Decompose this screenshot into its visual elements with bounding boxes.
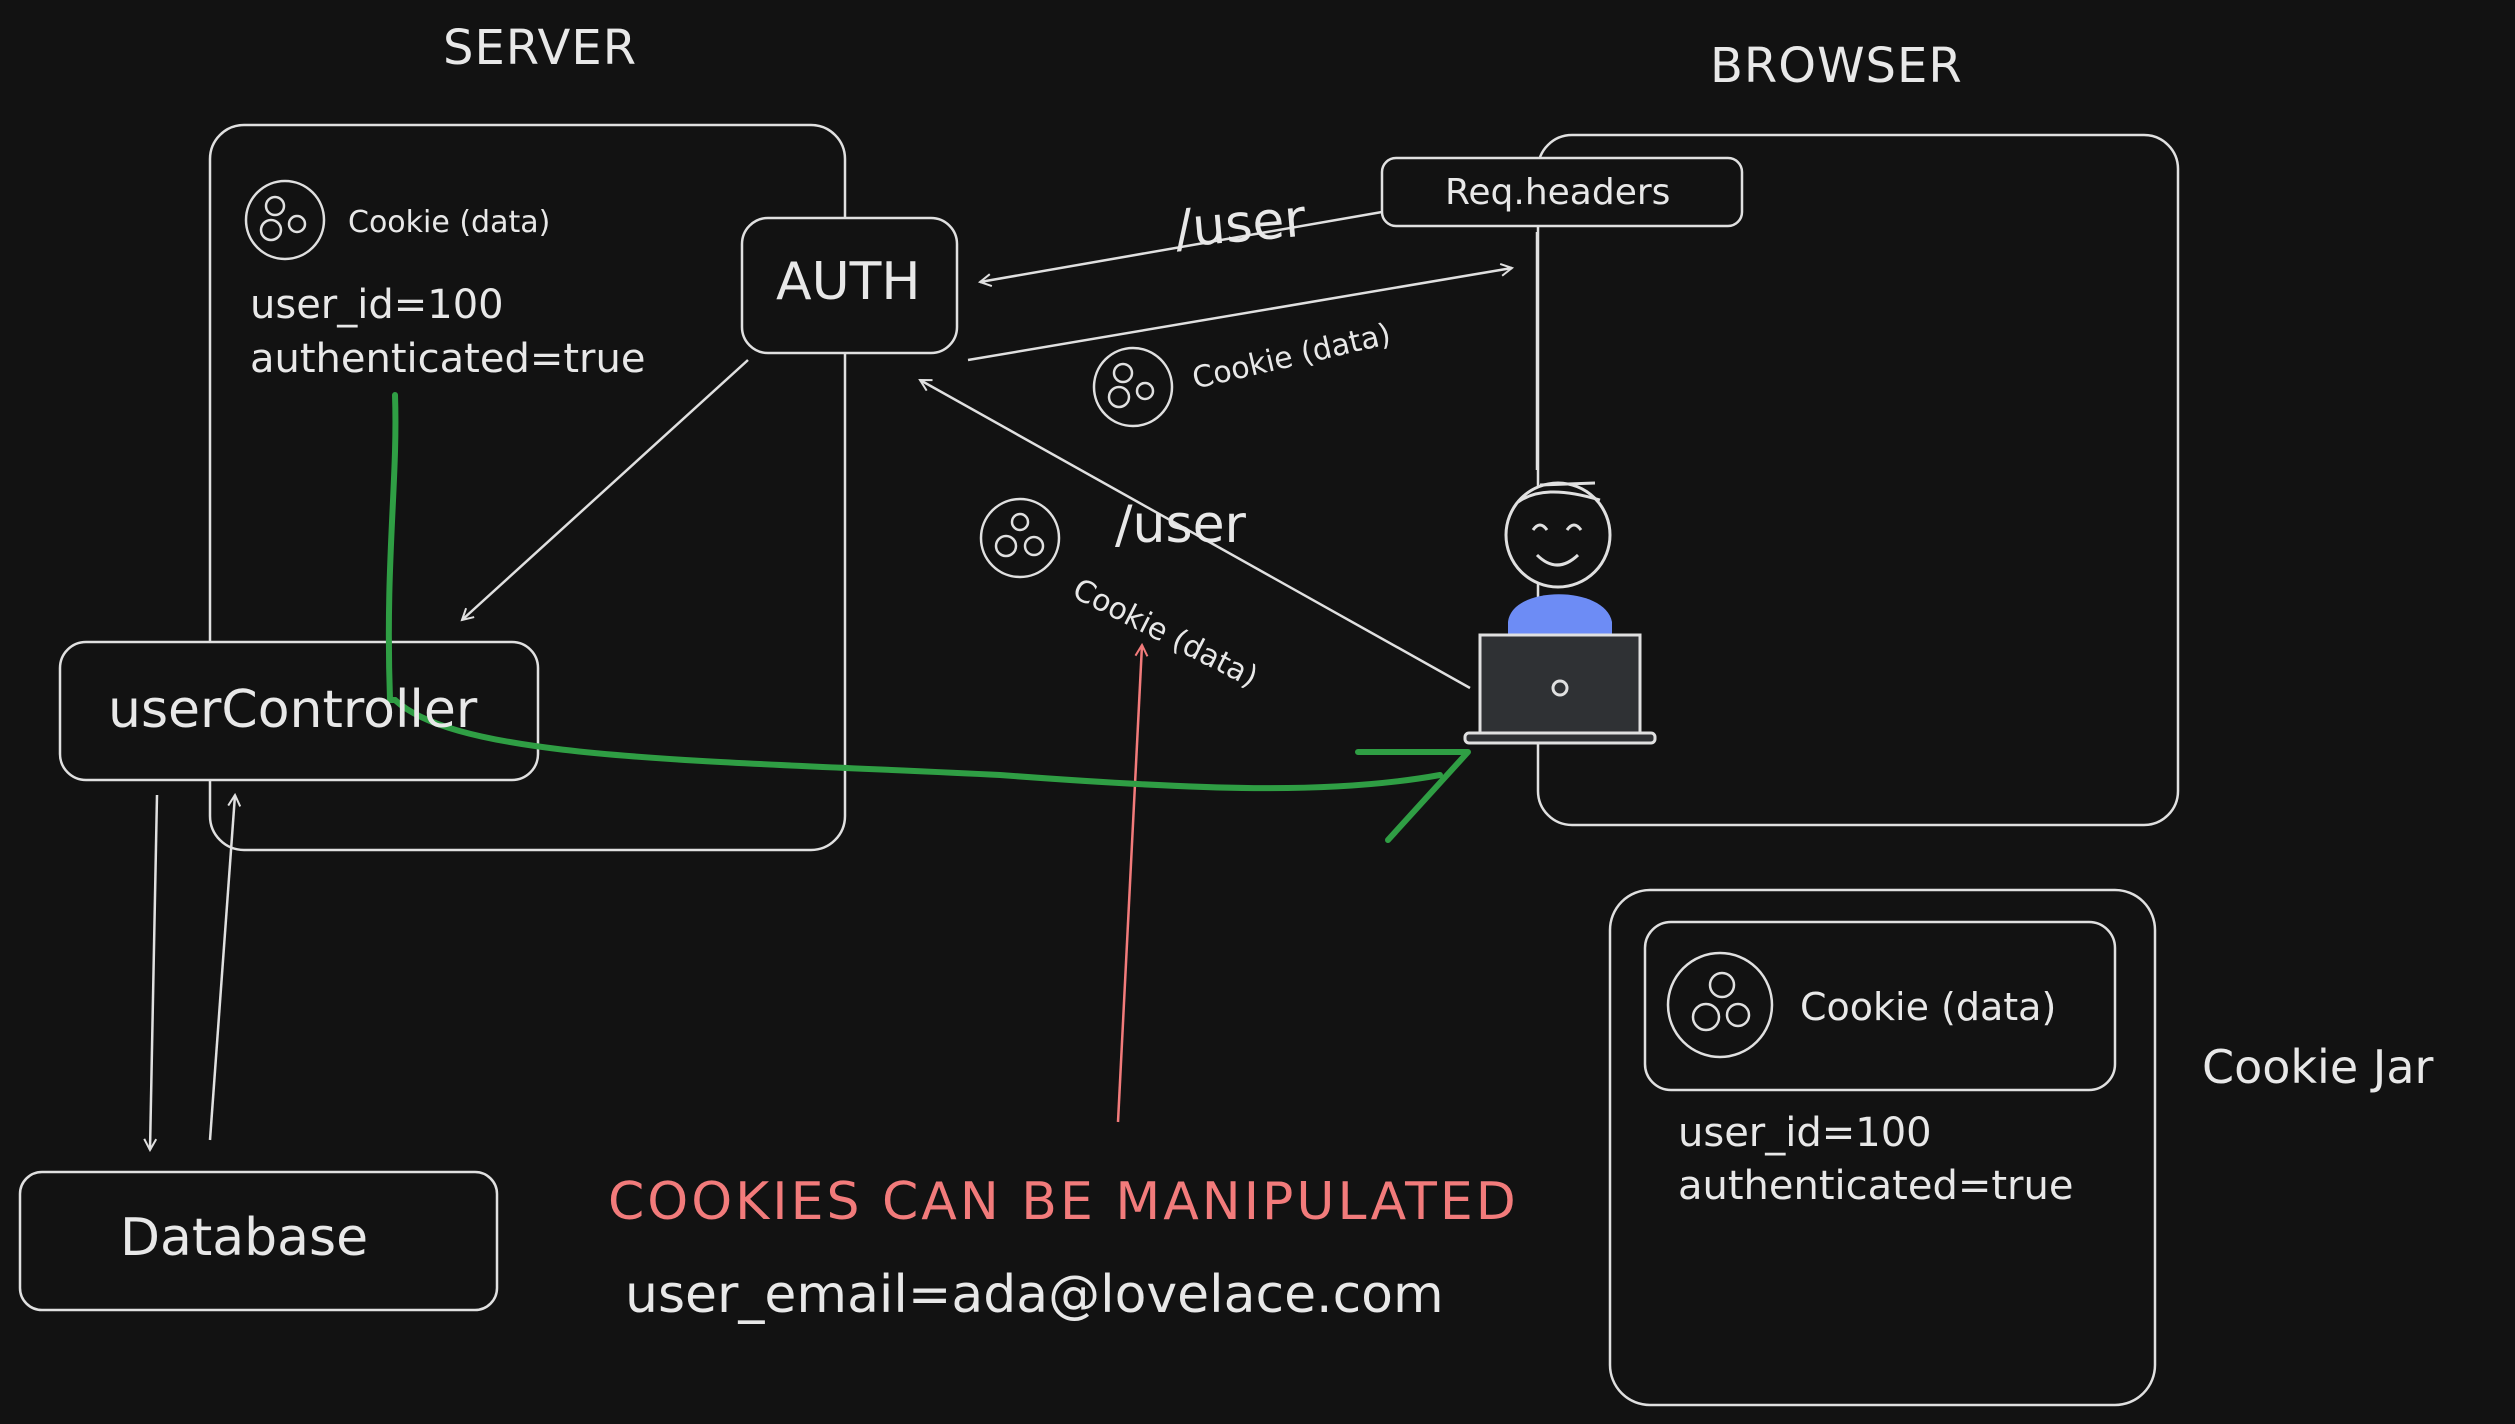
cookie-icon — [244, 179, 326, 261]
auth-label: AUTH — [776, 252, 921, 312]
arrow-controller-to-database — [150, 794, 159, 1150]
user-controller-label: userController — [108, 680, 478, 740]
warning-text: COOKIES CAN BE MANIPULATED — [608, 1172, 1519, 1232]
cookie-jar-box — [1608, 888, 2157, 1407]
server-title: SERVER — [443, 20, 638, 76]
database-box — [18, 1170, 499, 1312]
example-cookie-text: user_email=ada@lovelace.com — [625, 1265, 1444, 1325]
server-cookie-line1: user_id=100 — [250, 282, 504, 328]
user-route-bottom: /user — [1115, 495, 1246, 555]
arrow-auth-to-browser — [967, 268, 1512, 362]
server-box — [208, 123, 847, 852]
cookie-icon — [1092, 346, 1174, 428]
user-figure — [1463, 481, 1657, 745]
user-route-top: /user — [1172, 188, 1309, 260]
arrow-auth-to-controller — [462, 359, 749, 620]
jar-cookie-line1: user_id=100 — [1678, 1110, 1932, 1156]
cookie-icon — [1666, 951, 1774, 1059]
server-cookie-label: Cookie (data) — [348, 205, 551, 240]
user-controller-box — [58, 640, 540, 782]
jar-cookie-card — [1643, 920, 2117, 1092]
green-flow-line — [385, 392, 1443, 792]
arrow-manipulation — [1116, 645, 1142, 1123]
green-flow-arrowhead — [1355, 749, 1471, 843]
database-label: Database — [120, 1208, 369, 1268]
arrow-laptop-to-auth — [920, 378, 1471, 690]
cookie-jar-label: Cookie Jar — [2202, 1040, 2434, 1094]
auth-box — [740, 216, 959, 355]
browser-title: BROWSER — [1710, 38, 1963, 94]
browser-box — [1536, 133, 2180, 827]
laptop — [1478, 633, 1642, 737]
jar-cookie-line2: authenticated=true — [1678, 1163, 2074, 1209]
req-headers-label: Req.headers — [1445, 172, 1671, 213]
arrow-database-to-controller — [208, 795, 235, 1141]
server-cookie-line2: authenticated=true — [250, 336, 646, 382]
arrow-user-request-to-auth — [980, 210, 1383, 282]
req-headers-box — [1380, 156, 1744, 228]
jar-cookie-label: Cookie (data) — [1800, 985, 2057, 1029]
cookie-icon — [979, 497, 1061, 579]
